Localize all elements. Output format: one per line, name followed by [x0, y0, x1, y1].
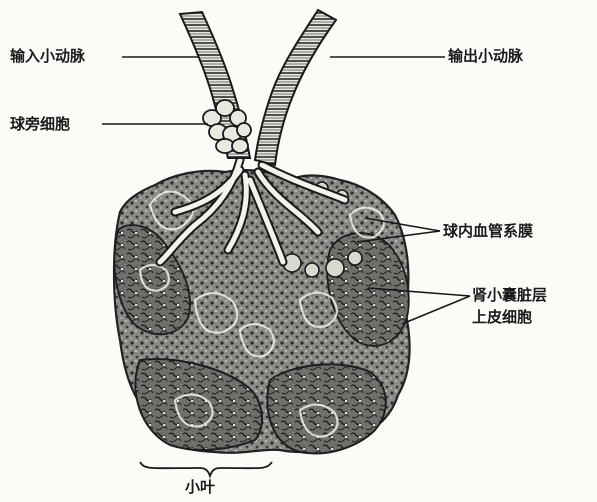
- afferent-arteriole: [180, 12, 251, 158]
- podocyte-leader-line-2: [402, 296, 470, 324]
- afferent-arteriole-label: 输入小动脉: [10, 47, 85, 65]
- juxtaglomerular-cells: [203, 100, 251, 153]
- lobule-brace: [140, 462, 272, 476]
- podocyte-label-line2: 上皮细胞: [472, 308, 532, 326]
- efferent-arteriole: [255, 10, 336, 165]
- mesangium-label: 球内血管系膜: [443, 222, 533, 240]
- podocyte-label-line1: 肾小囊脏层: [472, 286, 547, 304]
- lobule-label: 小叶: [185, 478, 215, 496]
- efferent-arteriole-label: 输出小动脉: [448, 47, 523, 65]
- juxtaglomerular-cells-label: 球旁细胞: [10, 115, 70, 133]
